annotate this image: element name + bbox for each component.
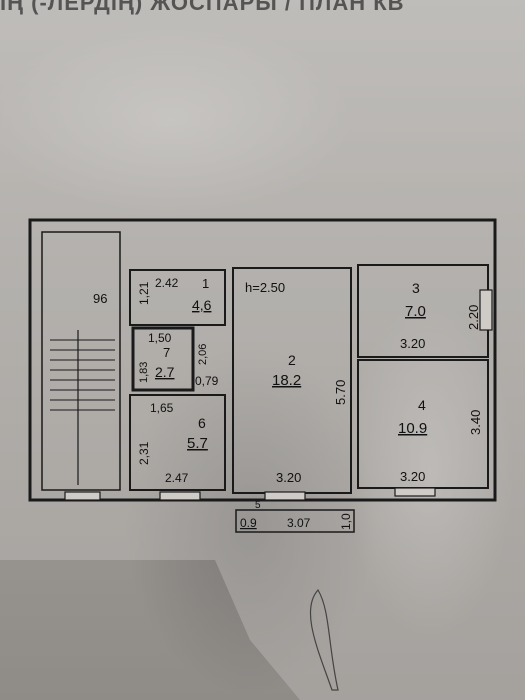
stair-label: 96: [93, 291, 107, 306]
room-5-dim-b: 3.07: [287, 516, 311, 530]
room-7-id: 7: [163, 345, 170, 360]
room-3-area: 7.0: [405, 303, 426, 320]
height-label: h=2.50: [245, 280, 285, 295]
window-room-6: [159, 491, 201, 501]
room-1-outline: [129, 269, 226, 326]
window-stair: [64, 491, 101, 501]
room-2-dim-a: 5.70: [333, 380, 348, 405]
room-5-outline: [235, 509, 355, 533]
room-7-outline: [131, 326, 195, 392]
outer-wall: [28, 218, 497, 502]
room-5-id: 5: [255, 500, 261, 511]
room-3-id: 3: [412, 280, 420, 296]
stair-block: [41, 231, 121, 491]
room-6-dim-b: 2,31: [137, 441, 151, 465]
room-4-area: 10.9: [398, 420, 427, 437]
room-6-id: 6: [198, 415, 206, 431]
room-2-area: 18.2: [272, 372, 301, 389]
room-7-dim-b: 1,83: [138, 362, 150, 383]
stair-steps: [50, 339, 115, 411]
room-4-dim-b: 3.20: [400, 469, 425, 484]
room-2-id: 2: [288, 352, 296, 368]
room-6-area: 5.7: [187, 435, 208, 452]
room-4-id: 4: [418, 397, 426, 413]
room-5-dim-c: 1,0: [339, 513, 353, 530]
room-7-dim-d: 0,79: [195, 374, 219, 388]
window-room-3: [479, 289, 493, 331]
page-heading: ІҢ (-ЛЕРДІҢ) ЖОСПАРЫ / ПЛАН КВ: [0, 0, 405, 15]
window-room-2: [264, 491, 306, 501]
feather-decoration: [309, 588, 339, 691]
room-7-area: 2.7: [155, 364, 175, 380]
room-6-dim-c: 2.47: [165, 471, 189, 485]
room-3-dim-b: 2.20: [466, 305, 481, 330]
room-1-dim-b: 1,21: [137, 281, 151, 305]
room-1-dim-a: 2.42: [155, 276, 179, 290]
room-6-outline: [129, 394, 226, 491]
room-2-dim-b: 3.20: [276, 470, 301, 485]
room-1-id: 1: [202, 276, 209, 291]
room-7-dim-a: 1,50: [148, 331, 172, 345]
room-1-area: 4,6: [192, 297, 212, 313]
room-3-dim-a: 3.20: [400, 336, 425, 351]
window-room-4: [394, 487, 436, 497]
room-5-dim-a: 0.9: [240, 516, 257, 530]
room-4-dim-a: 3.40: [468, 410, 483, 435]
room-6-dim-a: 1,65: [150, 401, 174, 415]
room-7-dim-c: 2,06: [197, 344, 209, 365]
